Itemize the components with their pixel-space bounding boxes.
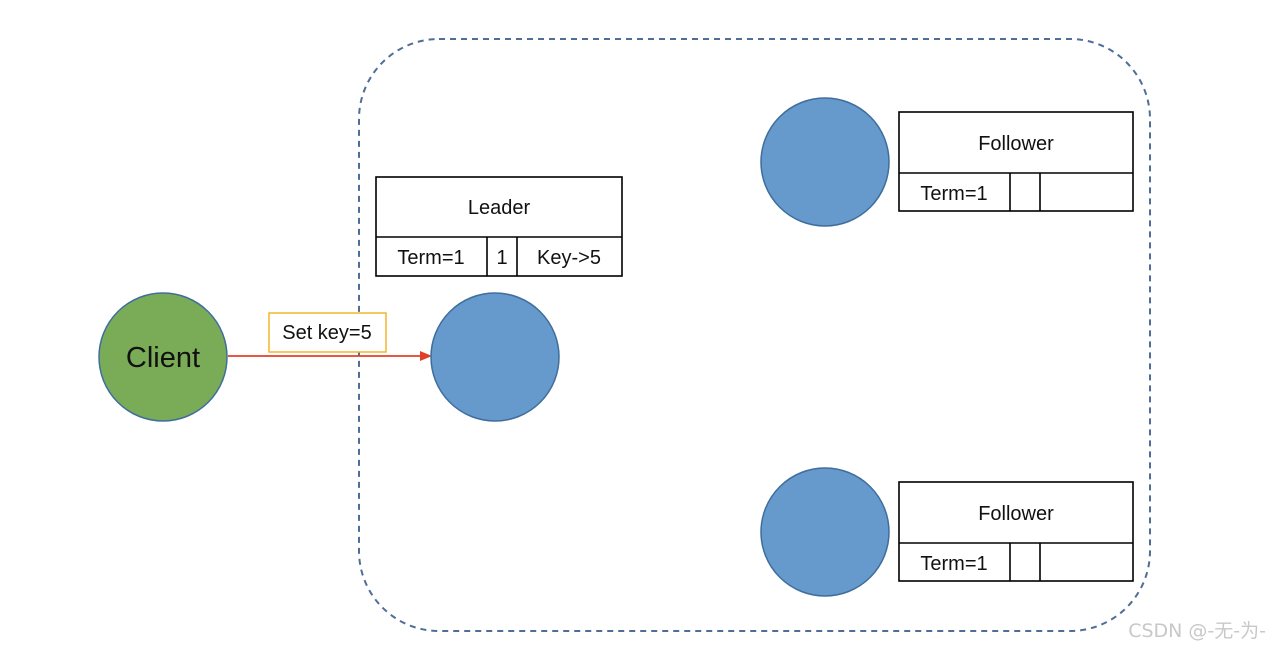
follower-2-role-label: Follower — [978, 503, 1054, 525]
leader-index-cell: 1 — [496, 247, 507, 269]
follower-node-2 — [760, 467, 890, 597]
leader-table-outline — [375, 176, 623, 277]
follower-1-table-outline — [898, 111, 1134, 212]
follower-1-log-table: Follower Term=1 — [898, 111, 1134, 212]
follower-node-1 — [760, 97, 890, 227]
follower-2-term-cell: Term=1 — [920, 553, 987, 575]
follower-1-term-cell: Term=1 — [920, 183, 987, 205]
follower-1-role-label: Follower — [978, 133, 1054, 155]
watermark: CSDN @-无-为- — [1128, 620, 1266, 642]
leader-entry-cell: Key->5 — [537, 247, 601, 269]
leader-role-label: Leader — [468, 197, 531, 219]
request-label-box: Set key=5 — [268, 312, 387, 353]
cluster-boundary — [358, 38, 1151, 632]
follower-2-table-outline — [898, 481, 1134, 582]
client-node: Client — [98, 292, 228, 422]
leader-node — [430, 292, 560, 422]
client-label: Client — [126, 342, 200, 374]
leader-log-table: Leader Term=1 1 Key->5 — [375, 176, 623, 277]
follower-2-log-table: Follower Term=1 — [898, 481, 1134, 582]
request-label: Set key=5 — [282, 322, 372, 344]
request-label-border — [268, 312, 387, 353]
leader-term-cell: Term=1 — [397, 247, 464, 269]
client-circle — [98, 292, 228, 422]
